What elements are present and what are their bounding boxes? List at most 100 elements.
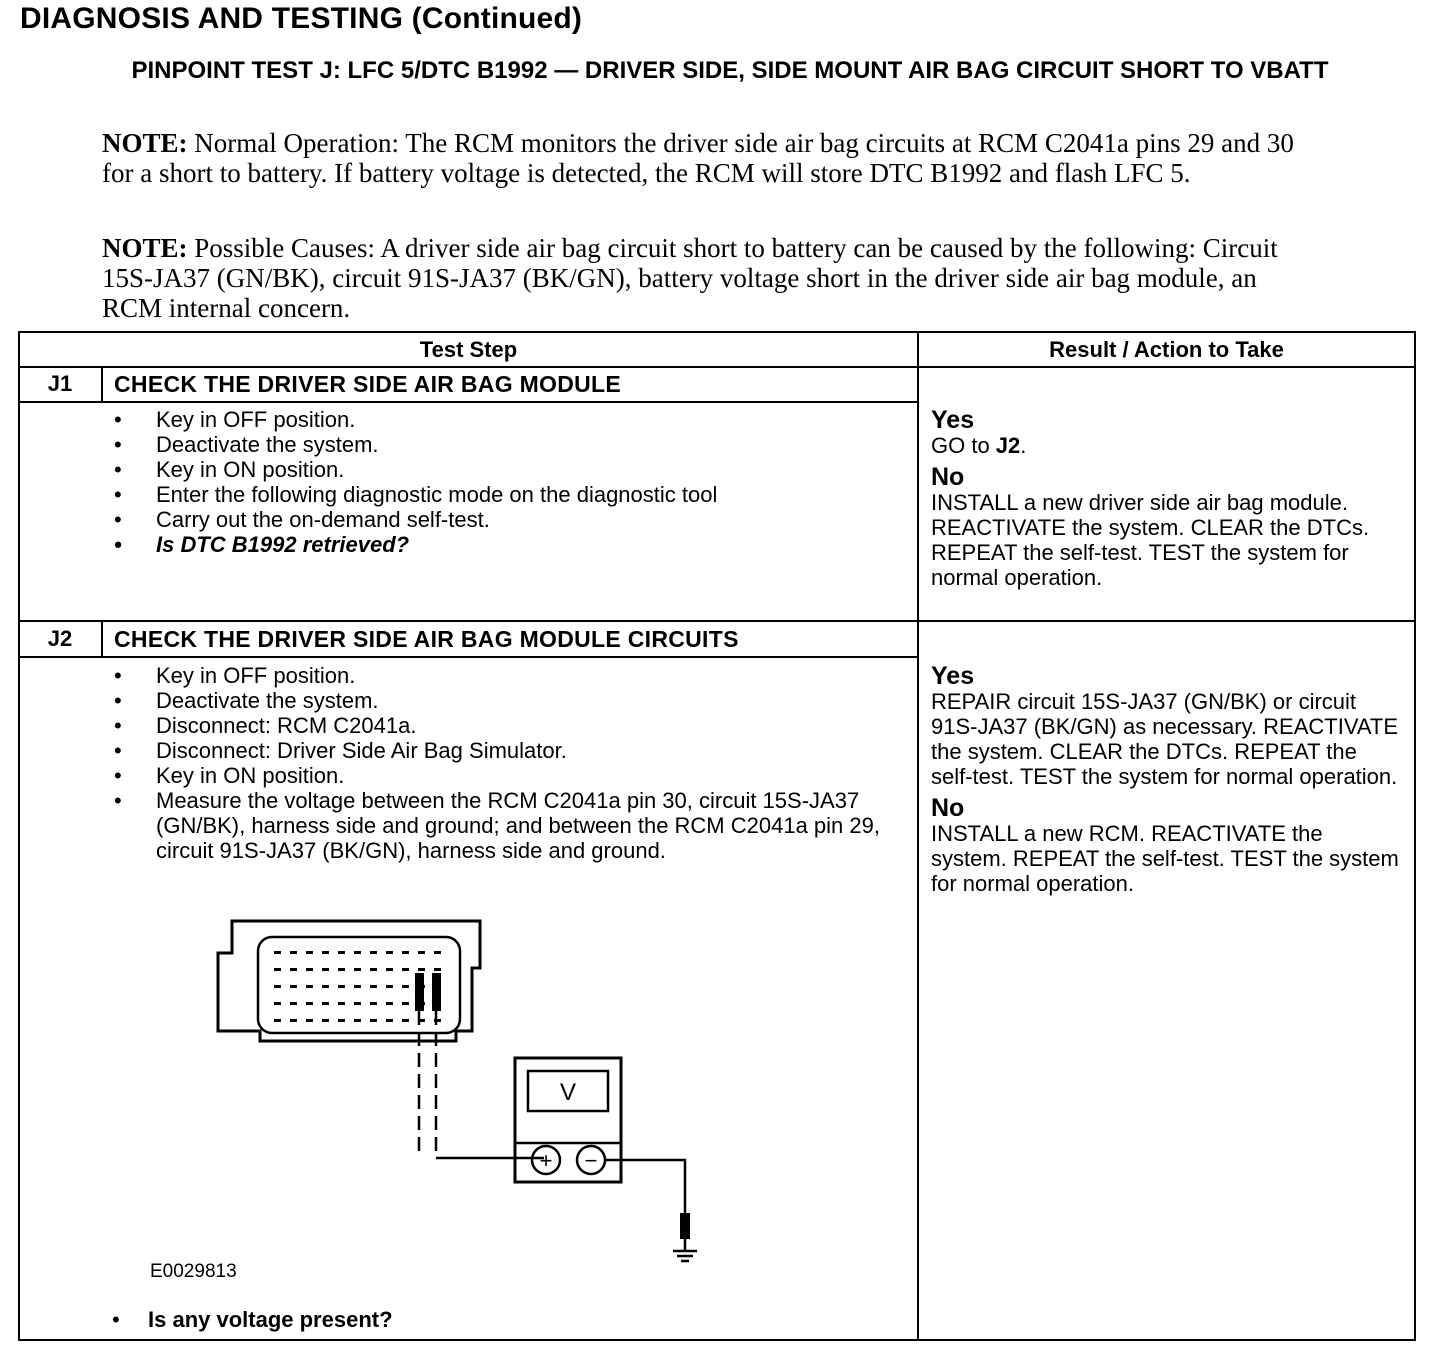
list-item: Disconnect: Driver Side Air Bag Simulato…	[114, 738, 884, 763]
connector-pin	[354, 1019, 361, 1022]
connector-pin	[418, 968, 425, 971]
connector-pin	[306, 1002, 313, 1005]
connector-pin	[338, 1019, 345, 1022]
note-label: NOTE:	[102, 128, 188, 158]
connector-pin	[274, 968, 281, 971]
connector-pin	[386, 1002, 393, 1005]
step-title-j2: CHECK THE DRIVER SIDE AIR BAG MODULE CIR…	[114, 626, 739, 652]
list-item: Disconnect: RCM C2041a.	[114, 713, 884, 738]
connector-pin	[274, 951, 281, 954]
connector-pin	[402, 1019, 409, 1022]
probe-icon	[415, 973, 424, 1011]
no-label: No	[931, 463, 965, 491]
connector-pin	[402, 985, 409, 988]
no-label: No	[931, 794, 965, 822]
no-action: INSTALL a new RCM. REACTIVATE the system…	[931, 821, 1399, 896]
column-divider	[917, 333, 919, 1339]
connector-pin	[354, 968, 361, 971]
step-title-j1: CHECK THE DRIVER SIDE AIR BAG MODULE	[114, 371, 622, 397]
list-item: Key in OFF position.	[114, 663, 884, 688]
connector-pin	[274, 1019, 281, 1022]
connector-pin	[306, 1019, 313, 1022]
connector-pin	[354, 985, 361, 988]
connector-pin	[418, 1019, 425, 1022]
list-item: Deactivate the system.	[114, 688, 884, 713]
list-item: Key in OFF position.	[114, 407, 904, 432]
connector-icon	[216, 919, 482, 1043]
figure-id: E0029813	[150, 1261, 237, 1282]
connector-pin	[434, 951, 441, 954]
connector-pin	[370, 985, 377, 988]
ground-lead	[605, 1158, 687, 1213]
header-divider	[20, 366, 1414, 368]
connector-pin	[370, 951, 377, 954]
connector-pin	[402, 1002, 409, 1005]
step-id-divider	[101, 620, 103, 657]
connector-pin	[306, 968, 313, 971]
connector-pin	[354, 1002, 361, 1005]
list-item: Key in ON position.	[114, 457, 904, 482]
connector-pin	[386, 951, 393, 954]
note-text: Possible Causes: A driver side air bag c…	[102, 233, 1278, 323]
step-question-j2: •Is any voltage present?	[112, 1307, 393, 1333]
connector-pin	[386, 1019, 393, 1022]
voltage-measurement-diagram: V + −	[216, 919, 697, 1263]
step-id-divider	[101, 366, 103, 402]
multimeter-icon	[513, 1056, 623, 1184]
connector-pin	[386, 968, 393, 971]
yes-suffix: .	[1020, 433, 1027, 458]
meter-minus-sign: −	[585, 1148, 598, 1173]
list-item: Carry out the on-demand self-test.	[114, 507, 904, 532]
connector-pin	[338, 985, 345, 988]
yes-action: GO to J2.	[931, 433, 1401, 458]
connector-pin	[322, 1019, 329, 1022]
connector-pin	[434, 1019, 441, 1022]
connector-pin	[370, 1002, 377, 1005]
connector-pin	[370, 968, 377, 971]
note-text: Normal Operation: The RCM monitors the d…	[102, 128, 1294, 188]
connector-pin	[274, 985, 281, 988]
question-text: Is any voltage present?	[148, 1307, 393, 1332]
connector-pin	[338, 951, 345, 954]
connector-pin	[290, 985, 297, 988]
list-item: Deactivate the system.	[114, 432, 904, 457]
connector-pin	[290, 1002, 297, 1005]
connector-pin	[306, 985, 313, 988]
connector-pin	[290, 1019, 297, 1022]
connector-pin	[354, 951, 361, 954]
list-item-question: Is DTC B1992 retrieved?	[114, 532, 904, 557]
step-title-divider	[20, 656, 917, 658]
yes-label: Yes	[931, 406, 975, 434]
connector-pin	[322, 968, 329, 971]
list-item: Enter the following diagnostic mode on t…	[114, 482, 904, 507]
step-title-divider	[20, 401, 917, 403]
connector-inner	[256, 935, 462, 1035]
step-reference-link[interactable]: J2	[995, 433, 1021, 458]
connector-pin	[402, 968, 409, 971]
note-normal-operation: NOTE: Normal Operation: The RCM monitors…	[102, 128, 1322, 188]
connector-pin	[322, 951, 329, 954]
connector-pin	[418, 951, 425, 954]
connector-pin	[338, 1002, 345, 1005]
connector-pin	[322, 985, 329, 988]
connector-pin	[274, 1002, 281, 1005]
yes-label: Yes	[931, 662, 975, 690]
connector-pin	[370, 1019, 377, 1022]
meter-plus-terminal	[530, 1144, 562, 1176]
meter-label: V	[560, 1079, 576, 1106]
no-action: INSTALL a new driver side air bag module…	[931, 490, 1370, 590]
ground-probe-icon	[680, 1213, 690, 1239]
connector-pin	[290, 951, 297, 954]
note-label: NOTE:	[102, 233, 188, 263]
step-list-j2: Key in OFF position. Deactivate the syst…	[114, 663, 884, 863]
meter-plus-sign: +	[540, 1148, 553, 1173]
connector-pin	[290, 968, 297, 971]
note-possible-causes: NOTE: Possible Causes: A driver side air…	[102, 233, 1322, 323]
yes-prefix: GO to	[931, 433, 996, 458]
column-header-test-step: Test Step	[419, 337, 518, 362]
row-divider	[20, 620, 1414, 622]
result-j1: Yes GO to J2. No INSTALL a new driver si…	[931, 407, 1401, 596]
connector-pin	[402, 951, 409, 954]
pinpoint-test-title: PINPOINT TEST J: LFC 5/DTC B1992 — DRIVE…	[131, 57, 1329, 84]
probe-icon	[432, 973, 441, 1011]
